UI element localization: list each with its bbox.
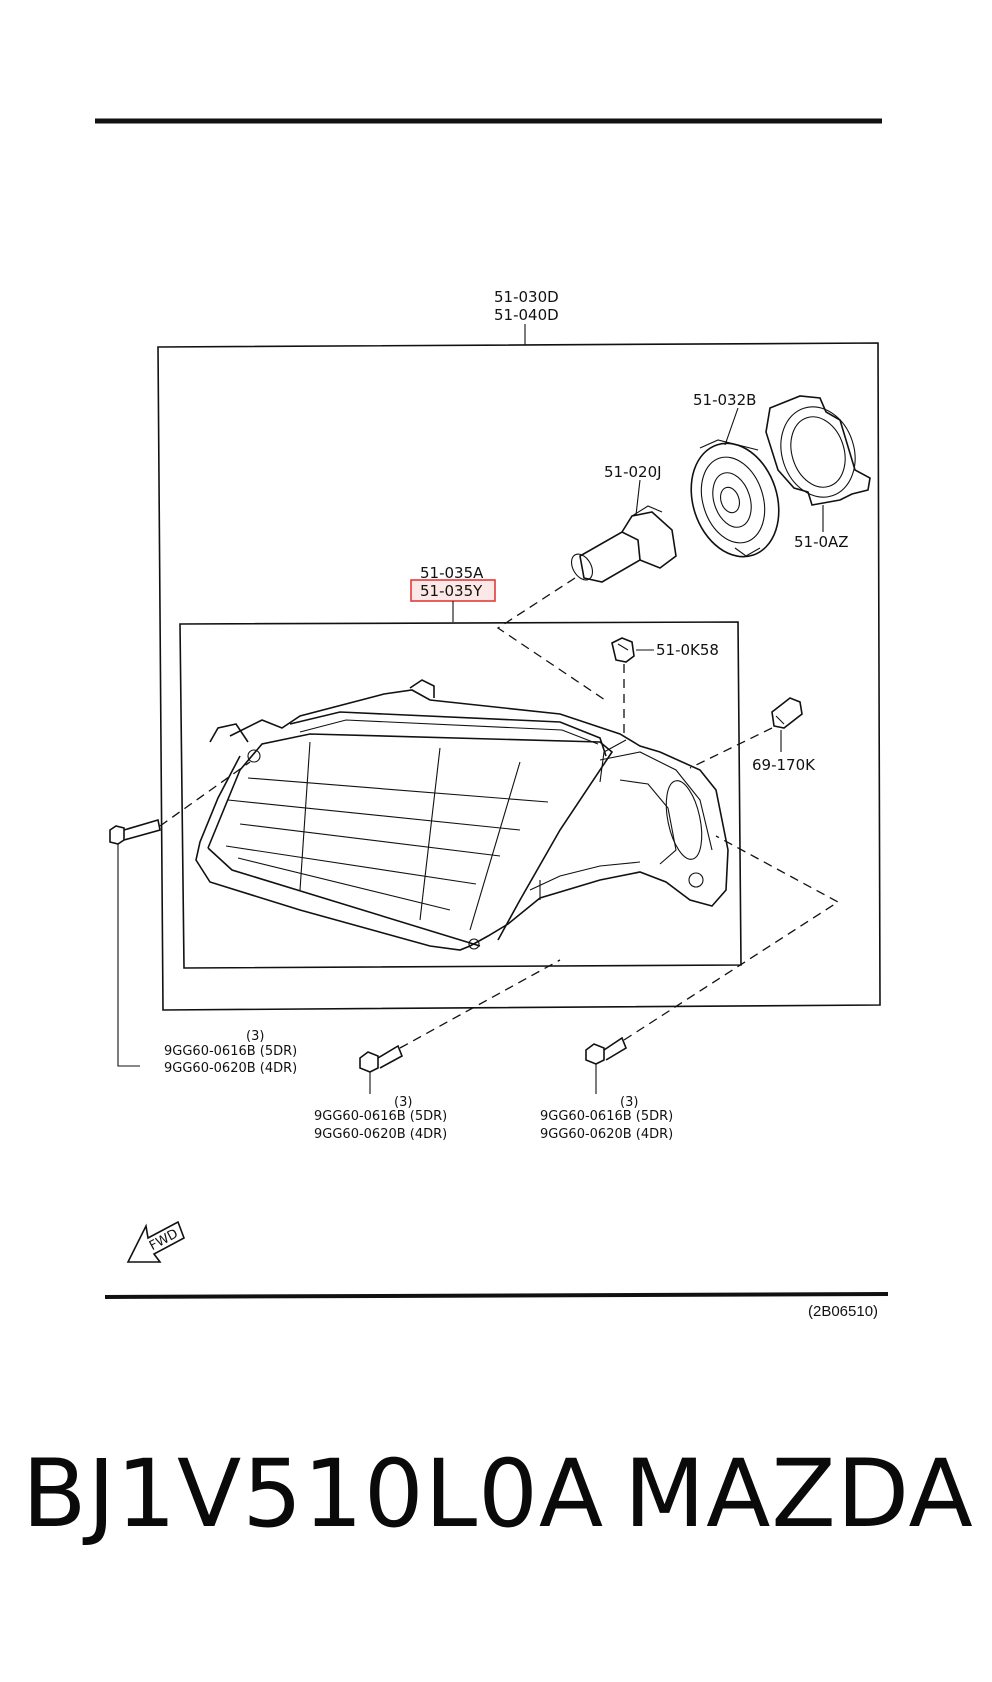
lens-label-2: 51-035Y [420, 582, 483, 600]
center-bolt-dash [399, 959, 561, 1049]
fwd-label: FWD [147, 1227, 181, 1254]
bulb-icon [570, 505, 677, 583]
clip-label: 51-0K58 [656, 641, 719, 659]
headlamp-icon [195, 679, 729, 951]
center-bolt-qty: (3) [394, 1095, 412, 1110]
socket-cover-icon [690, 439, 780, 558]
bottom-rule [104, 1292, 889, 1299]
fwd-arrow-icon: FWD [126, 1220, 185, 1263]
housing-label-2: 51-040D [494, 306, 559, 324]
part-number: BJ1V510L0A [22, 1440, 605, 1549]
bulb-leader [635, 479, 641, 516]
socket-cover-label: 51-032B [693, 391, 756, 409]
assembly-frame [157, 342, 881, 1011]
right-bolt-code-2: 9GG60-0620B (4DR) [540, 1127, 673, 1142]
bulb-label: 51-020J [604, 463, 662, 481]
center-bolt-code-1: 9GG60-0616B (5DR) [314, 1109, 447, 1124]
bulb-dash [496, 577, 609, 703]
footer: BJ1V510L0A MAZDA [0, 1440, 992, 1560]
left-bolt-code-2: 9GG60-0620B (4DR) [164, 1061, 297, 1076]
left-bolt-code-1: 9GG60-0616B (5DR) [164, 1044, 297, 1059]
left-bolt-qty: (3) [246, 1029, 264, 1044]
left-bolt-dash [159, 761, 251, 827]
right-bolt-icon [585, 1036, 627, 1065]
right-bolt-code-1: 9GG60-0616B (5DR) [540, 1109, 673, 1124]
center-bolt-code-2: 9GG60-0620B (4DR) [314, 1127, 447, 1142]
side-bulb-label: 69-170K [752, 756, 816, 774]
housing-label-1: 51-030D [494, 288, 559, 306]
brand-name: MAZDA [624, 1440, 974, 1549]
left-bolt-leader [117, 844, 140, 1067]
side-bulb-icon [771, 697, 803, 729]
center-bolt-icon [359, 1044, 404, 1073]
side-bulb-dash [689, 727, 773, 769]
left-bolt-icon [109, 818, 161, 845]
figure-ref: (2B06510) [808, 1303, 878, 1320]
lens-label-1: 51-035A [420, 564, 484, 582]
right-bolt-dash [623, 835, 840, 1041]
clip-icon [611, 637, 635, 663]
retainer-icon [765, 395, 871, 506]
socket-cover-leader [724, 407, 739, 446]
retainer-label: 51-0AZ [794, 533, 849, 551]
right-bolt-qty: (3) [620, 1095, 638, 1110]
